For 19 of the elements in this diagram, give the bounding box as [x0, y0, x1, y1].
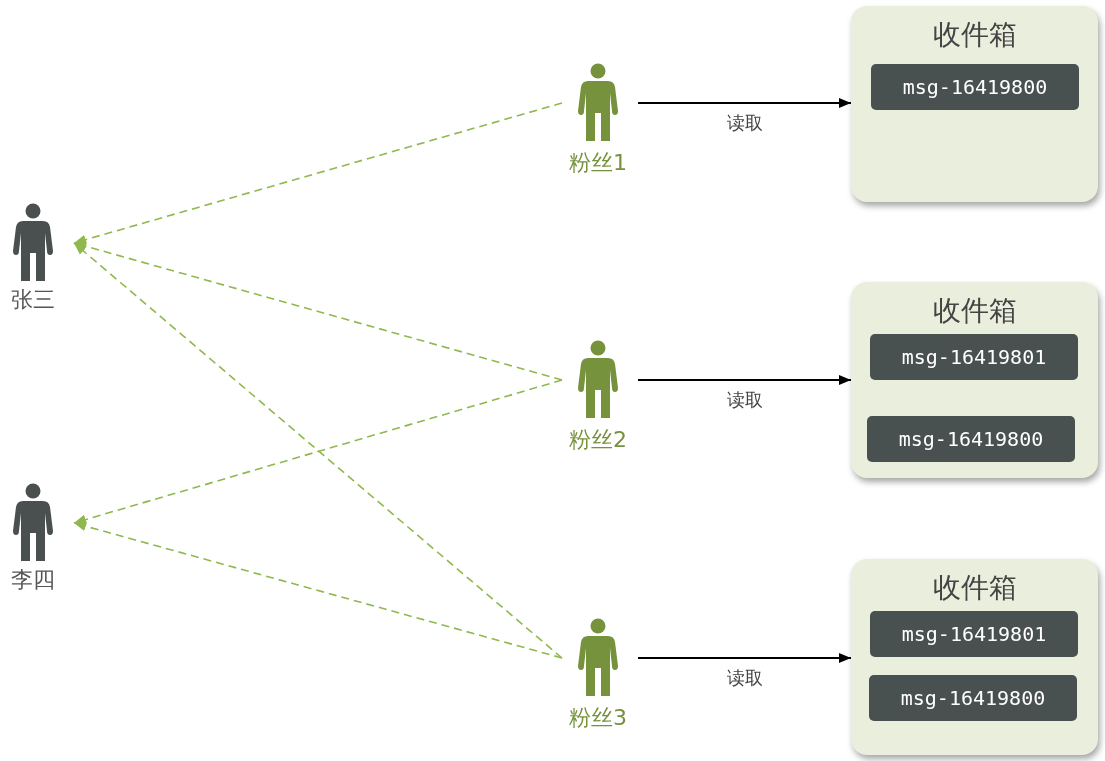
inbox-title: 收件箱 — [932, 293, 1017, 329]
edge-label: 读取 — [724, 111, 765, 135]
message-tag: msg-16419800 — [869, 675, 1077, 721]
inbox-panel — [851, 559, 1098, 755]
person-name: 张三 — [11, 286, 55, 314]
edge-label: 读取 — [724, 666, 765, 690]
person-name: 粉丝3 — [569, 704, 627, 732]
person-name: 李四 — [11, 566, 55, 594]
message-tag: msg-16419800 — [867, 416, 1075, 462]
message-tag: msg-16419800 — [871, 64, 1079, 110]
person-name: 粉丝1 — [569, 149, 627, 177]
edge-label: 读取 — [724, 388, 765, 412]
person-name: 粉丝2 — [569, 426, 627, 454]
inbox-title: 收件箱 — [932, 570, 1017, 606]
message-tag: msg-16419801 — [870, 611, 1078, 657]
inbox-panel — [851, 282, 1098, 478]
inbox-title: 收件箱 — [932, 17, 1017, 53]
inbox-panel — [851, 6, 1098, 202]
message-tag: msg-16419801 — [870, 334, 1078, 380]
